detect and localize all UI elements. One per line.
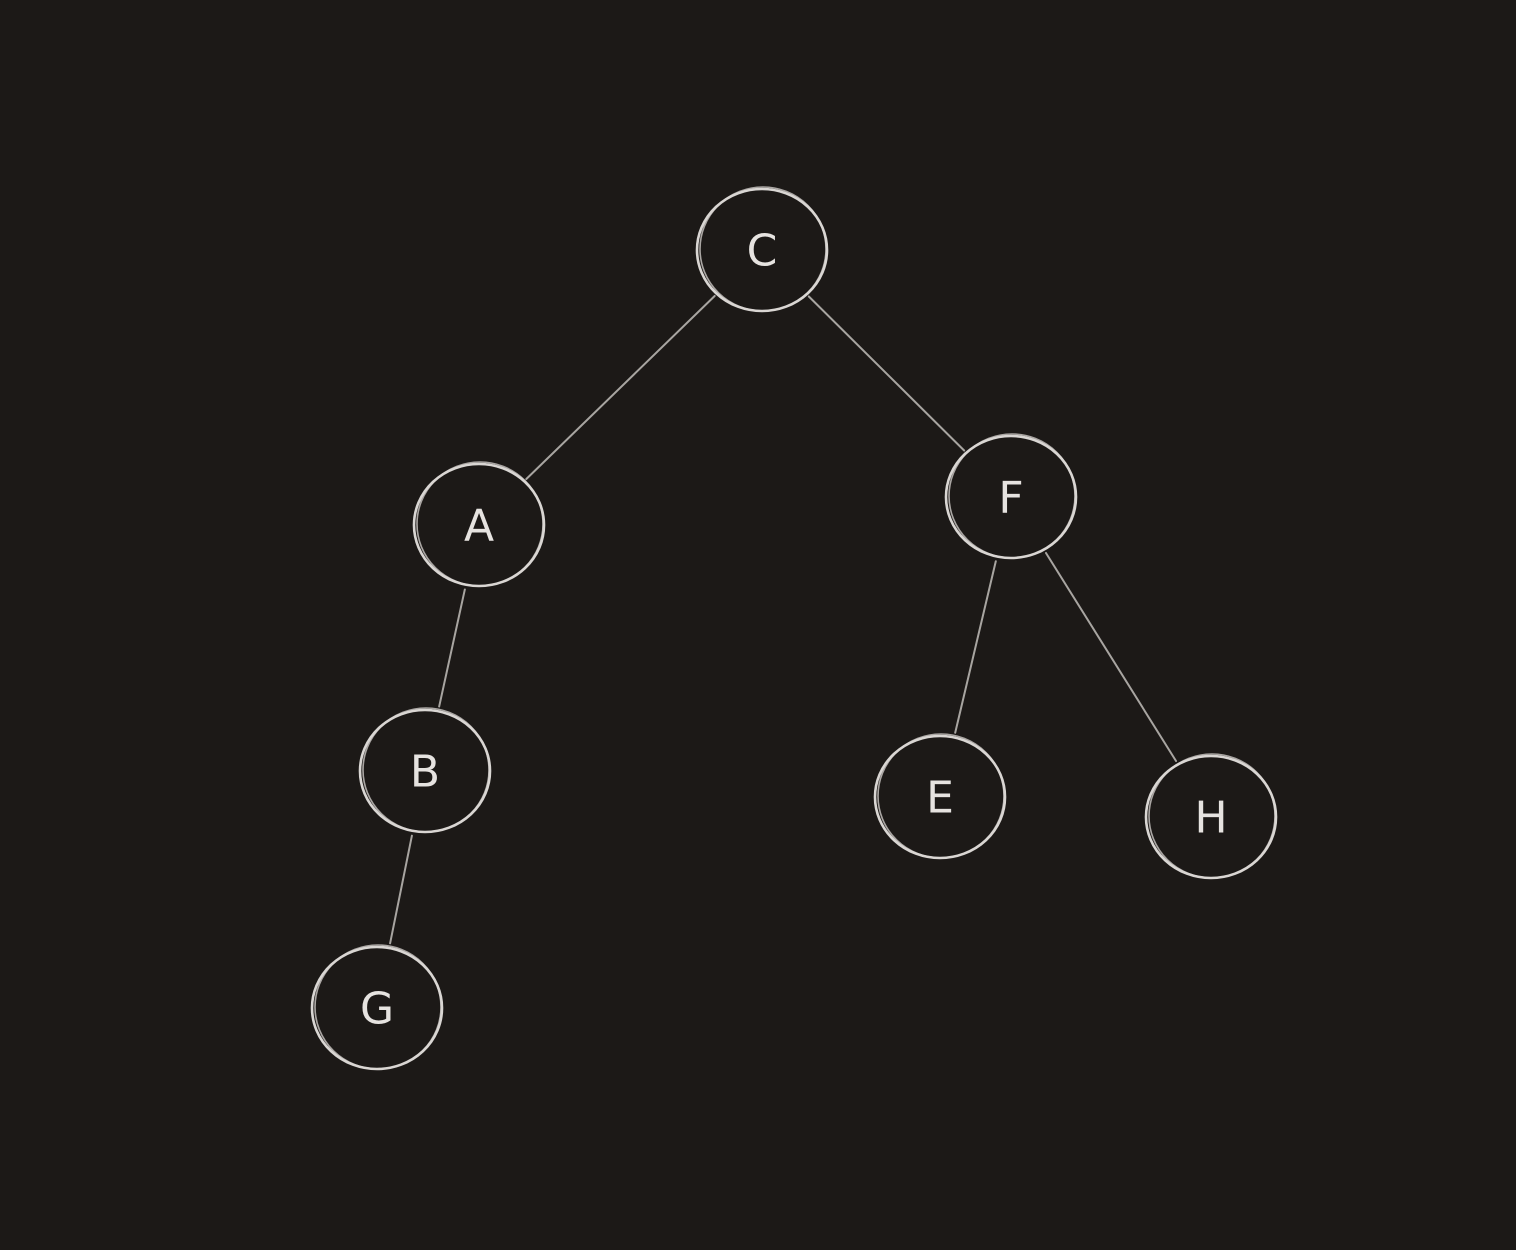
edge-a-b bbox=[438, 588, 466, 708]
node-circle-sketch bbox=[877, 733, 1005, 859]
edge-f-e bbox=[954, 560, 997, 734]
edge-c-f bbox=[807, 295, 966, 452]
edge-c-a bbox=[525, 294, 716, 481]
edge-b-g bbox=[389, 834, 413, 945]
node-circle-sketch bbox=[699, 186, 827, 312]
node-h: H bbox=[1144, 753, 1278, 880]
node-circle-sketch bbox=[1148, 753, 1276, 879]
node-circle-sketch bbox=[416, 461, 544, 587]
tree-edges bbox=[389, 294, 1178, 945]
node-f: F bbox=[944, 433, 1078, 560]
node-label: H bbox=[1194, 793, 1227, 844]
node-label: G bbox=[360, 984, 394, 1035]
edge-f-h bbox=[1044, 551, 1178, 763]
node-label: B bbox=[410, 747, 440, 798]
node-circle-sketch bbox=[362, 707, 490, 833]
node-c: C bbox=[695, 186, 829, 313]
node-a: A bbox=[412, 461, 546, 588]
node-circle-sketch bbox=[948, 433, 1076, 559]
node-label: C bbox=[747, 226, 778, 277]
node-label: E bbox=[926, 773, 954, 824]
node-label: A bbox=[464, 501, 494, 552]
node-label: F bbox=[998, 473, 1023, 524]
node-e: E bbox=[873, 733, 1007, 860]
node-circle-sketch bbox=[314, 944, 442, 1070]
node-g: G bbox=[310, 944, 444, 1071]
tree-nodes: C A F B E H G bbox=[310, 186, 1278, 1071]
node-b: B bbox=[358, 707, 492, 834]
